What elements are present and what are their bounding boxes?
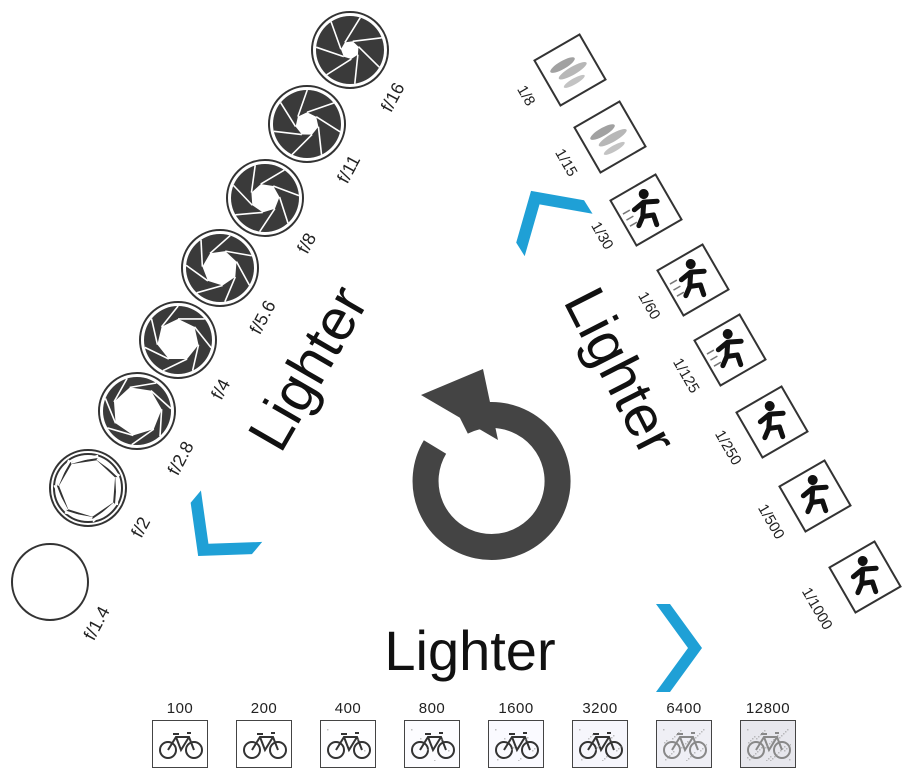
shutter-lighter-label: Lighter	[551, 277, 689, 465]
counterclockwise-cycle-arrow-icon	[412, 369, 571, 560]
iso-3200-frame	[572, 720, 628, 768]
aperture-f-8-icon	[226, 159, 304, 237]
iso-label: 100	[166, 700, 194, 717]
bicycle-icon	[243, 732, 287, 759]
iso-label: 1600	[498, 700, 534, 717]
aperture-label: f/2.8	[164, 438, 198, 478]
bicycle-icon	[579, 729, 623, 761]
iso-12800-frame	[740, 720, 796, 768]
shutter-1-8-frame	[533, 33, 607, 107]
bicycle-icon	[495, 729, 539, 761]
shutter-1-30-frame	[609, 173, 683, 247]
runner-icon	[850, 556, 879, 596]
aperture-f-2-icon	[49, 449, 127, 527]
iso-label: 12800	[745, 700, 791, 717]
aperture-label: f/4	[207, 376, 234, 403]
iso-800-frame	[404, 720, 460, 768]
bicycle-icon	[663, 729, 707, 761]
iso-label: 200	[250, 700, 278, 717]
aperture-label: f/1.4	[80, 603, 114, 643]
runner-icon	[757, 401, 786, 441]
runner-icon	[800, 475, 829, 515]
aperture-scale: f/1.4 f/2 f/2.8 f/4 f/5.6 f/8 f/11 f/16	[11, 11, 409, 643]
shutter-1-250-frame	[735, 385, 809, 459]
runner-icon	[706, 329, 744, 369]
runner-icon	[622, 189, 660, 229]
iso-label: 800	[418, 700, 446, 717]
iso-100-frame	[152, 720, 208, 768]
bicycle-icon	[327, 729, 371, 759]
aperture-f-16-icon	[311, 11, 389, 89]
iso-label: 400	[334, 700, 362, 717]
iso-label: 3200	[582, 700, 618, 717]
shutter-label: 1/500	[754, 501, 787, 542]
iso-lighter-label: Lighter	[384, 619, 555, 682]
iso-200-frame	[236, 720, 292, 768]
aperture-lighter-label: Lighter	[236, 275, 381, 461]
bicycle-icon	[411, 729, 455, 761]
aperture-label: f/8	[293, 230, 320, 257]
iso-label: 6400	[666, 700, 702, 717]
aperture-f-5.6-icon	[181, 229, 259, 307]
shutter-label: 1/60	[634, 289, 663, 323]
aperture-f-2.8-icon	[98, 372, 176, 450]
runner-icon	[669, 259, 707, 299]
shutter-1-60-frame	[656, 243, 730, 317]
shutter-label: 1/8	[513, 82, 538, 109]
shutter-label: 1/15	[551, 146, 580, 180]
aperture-label: f/16	[377, 79, 409, 115]
iso-chevron-icon	[656, 604, 702, 692]
bicycle-icon	[747, 729, 791, 761]
shutter-label: 1/1000	[798, 585, 836, 633]
bicycle-icon	[159, 732, 203, 759]
shutter-chevron-icon	[516, 190, 593, 257]
iso-400-frame	[320, 720, 376, 768]
shutter-1-15-frame	[573, 100, 647, 174]
iso-1600-frame	[488, 720, 544, 768]
aperture-f-4-icon	[139, 301, 217, 379]
aperture-label: f/5.6	[246, 297, 280, 337]
shutter-1-125-frame	[693, 313, 767, 387]
shutter-label: 1/125	[669, 355, 702, 396]
shutter-label: 1/30	[587, 219, 616, 253]
aperture-f-1.4-icon	[11, 543, 89, 621]
shutter-1-1000-frame	[828, 540, 902, 614]
aperture-label: f/2	[127, 514, 154, 541]
shutter-1-500-frame	[778, 459, 852, 533]
iso-6400-frame	[656, 720, 712, 768]
aperture-f-11-icon	[268, 85, 346, 163]
aperture-chevron-icon	[190, 490, 263, 557]
shutter-label: 1/250	[711, 427, 744, 468]
aperture-label: f/11	[333, 152, 364, 187]
